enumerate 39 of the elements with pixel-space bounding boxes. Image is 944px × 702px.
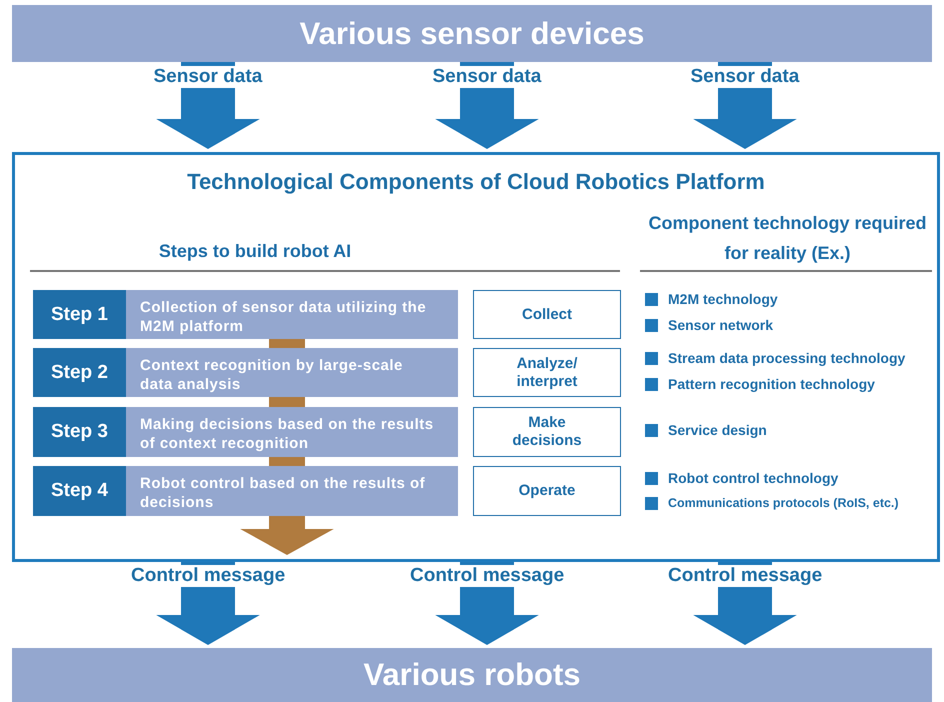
block-arrow — [693, 62, 797, 149]
step-number: Step 4 — [33, 466, 126, 516]
action-box: Analyze/ interpret — [473, 348, 621, 397]
banner-bar: Various sensor devices — [12, 5, 932, 62]
connector-bar — [269, 457, 305, 466]
technology-item: Robot control technology — [668, 469, 838, 487]
technology-item: Stream data processing technology — [668, 349, 906, 367]
step-bar — [33, 348, 458, 397]
step-description: Collection of sensor data utilizing the M2M platform — [139, 298, 428, 336]
step-bar — [33, 407, 458, 457]
action-box: Operate — [473, 466, 621, 516]
column-heading: Component technology required for reality (Ex.) — [647, 212, 928, 265]
technology-item: Pattern recognition technology — [668, 375, 875, 393]
block-arrow — [240, 516, 334, 555]
step-description: Making decisions based on the results of context recognition — [139, 415, 435, 453]
technology-item: Service design — [668, 421, 767, 439]
step-number: Step 2 — [33, 348, 126, 397]
technology-item: Communications protocols (RoIS, etc.) — [668, 495, 899, 512]
action-box: Make decisions — [473, 407, 621, 457]
step-description: Context recognition by large-scale data analysis — [139, 356, 404, 394]
block-arrow — [435, 62, 539, 149]
banner-bar: Various robots — [12, 648, 932, 702]
connector-bar — [269, 339, 305, 348]
step-description: Robot control based on the results of decisions — [139, 474, 426, 512]
step-number: Step 1 — [33, 290, 126, 339]
technology-item: Sensor network — [668, 316, 774, 334]
step-bar — [33, 466, 458, 516]
block-arrow — [693, 562, 797, 645]
step-bar — [33, 290, 458, 339]
platform-frame — [12, 152, 940, 562]
connector-bar — [269, 397, 305, 407]
block-arrow — [156, 562, 260, 645]
column-heading: Steps to build robot AI — [158, 240, 352, 263]
block-arrow — [156, 62, 260, 149]
block-arrow — [435, 562, 539, 645]
frame-title: Technological Components of Cloud Robotics Platform — [186, 169, 766, 195]
step-number: Step 3 — [33, 407, 126, 457]
action-box: Collect — [473, 290, 621, 339]
technology-item: M2M technology — [668, 290, 778, 308]
